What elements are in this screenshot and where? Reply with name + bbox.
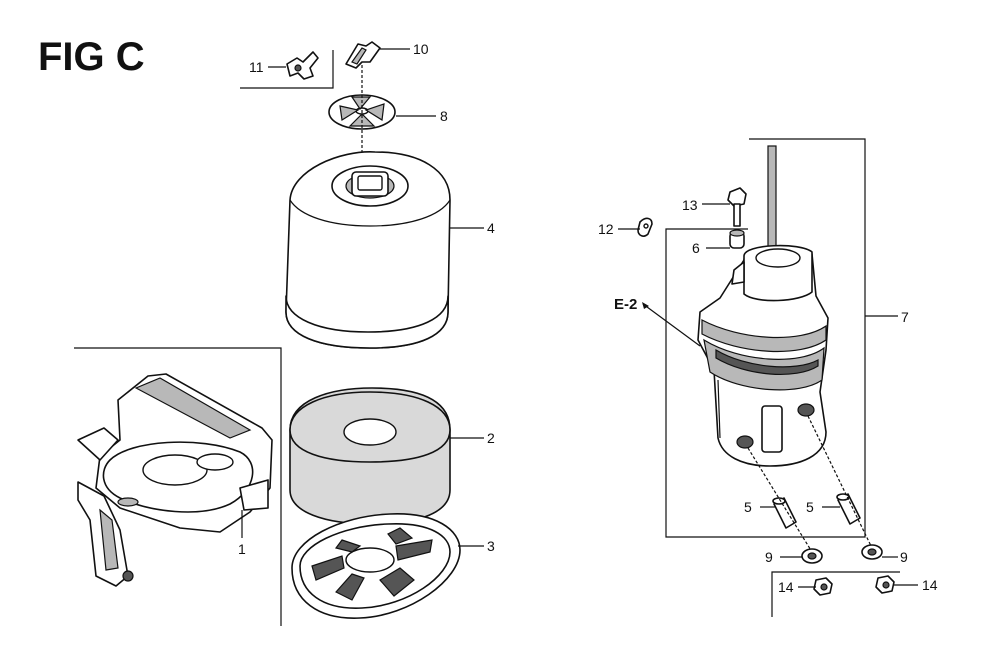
axis-line-left	[747, 447, 813, 553]
part-14-nut-right	[875, 575, 895, 594]
callout-12: 12	[598, 221, 614, 237]
label-e2: E-2	[614, 296, 637, 313]
callout-9b: 9	[900, 549, 908, 565]
part-10-wing-nut	[345, 41, 381, 69]
callout-14a: 14	[778, 579, 794, 595]
callout-13: 13	[682, 197, 698, 213]
bracket-line-1	[74, 347, 282, 626]
part-11-wing-nut	[286, 51, 319, 80]
leader-e2	[642, 303, 701, 347]
bracket-line-14	[771, 571, 900, 617]
part-5-collar-right	[836, 493, 861, 525]
part-4-cover	[285, 151, 451, 349]
callout-3: 3	[487, 538, 495, 554]
part-6-grommet	[729, 229, 745, 249]
callout-4: 4	[487, 220, 495, 236]
part-9-washer-right	[861, 544, 883, 560]
callout-7: 7	[901, 309, 909, 325]
callout-8: 8	[440, 108, 448, 124]
callout-10: 10	[413, 41, 429, 57]
bracket-line-7	[665, 138, 866, 538]
callout-9a: 9	[765, 549, 773, 565]
part-2-filter	[289, 387, 451, 525]
part-12-clip	[637, 217, 653, 237]
callout-5b: 5	[806, 499, 814, 515]
part-5-collar-left	[772, 497, 797, 529]
part-9-washer-left	[801, 548, 823, 564]
callout-2: 2	[487, 430, 495, 446]
part-13-bolt	[727, 187, 747, 227]
arrow-e2	[642, 302, 649, 309]
callout-6: 6	[692, 240, 700, 256]
callout-1: 1	[238, 541, 246, 557]
callout-5a: 5	[744, 499, 752, 515]
callout-11: 11	[249, 59, 264, 75]
part-3-plate	[291, 513, 461, 619]
figure-title: FIG C	[38, 35, 145, 79]
part-14-nut-left	[813, 577, 833, 596]
part-7-stud	[767, 145, 777, 257]
bracket-line-11	[240, 50, 334, 89]
part-7-elbow	[697, 244, 829, 467]
callout-14b: 14	[922, 577, 938, 593]
part-1-base	[77, 373, 273, 587]
axis-line-right	[807, 415, 873, 549]
